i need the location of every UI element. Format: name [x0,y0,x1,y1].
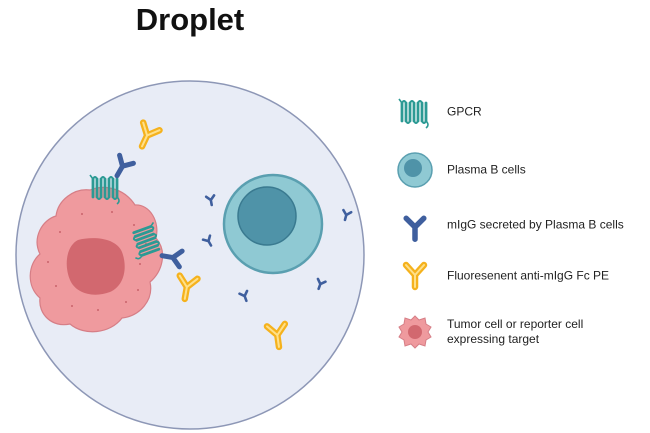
plasma-b-cell-icon [397,152,433,188]
legend-item-fluorescent-antibody: Fluoresenent anti-mIgG Fc PE [395,256,650,296]
gpcr-icon [397,97,430,130]
legend-label: Fluoresenent anti-mIgG Fc PE [447,268,610,283]
fluorescent-antibody-icon [395,256,435,296]
legend-label: GPCR [447,104,482,119]
migg-antibody-icon [395,205,435,245]
tumor-cell [29,186,164,333]
tumor-cell-icon [398,315,432,349]
legend-item-tumor-cell: Tumor cell or reporter cell expressing t… [395,312,650,352]
legend-label: mIgG secreted by Plasma B cells [447,217,624,232]
diagram-title: Droplet [135,2,245,37]
legend-item-gpcr: GPCR [395,92,650,132]
legend-label: Plasma B cells [447,162,526,177]
legend-item-plasma-b-cells: Plasma B cells [395,150,650,190]
legend-item-migg: mIgG secreted by Plasma B cells [395,205,650,245]
legend-label: Tumor cell or reporter cell expressing t… [447,317,584,346]
plasma-b-cell [222,173,324,275]
